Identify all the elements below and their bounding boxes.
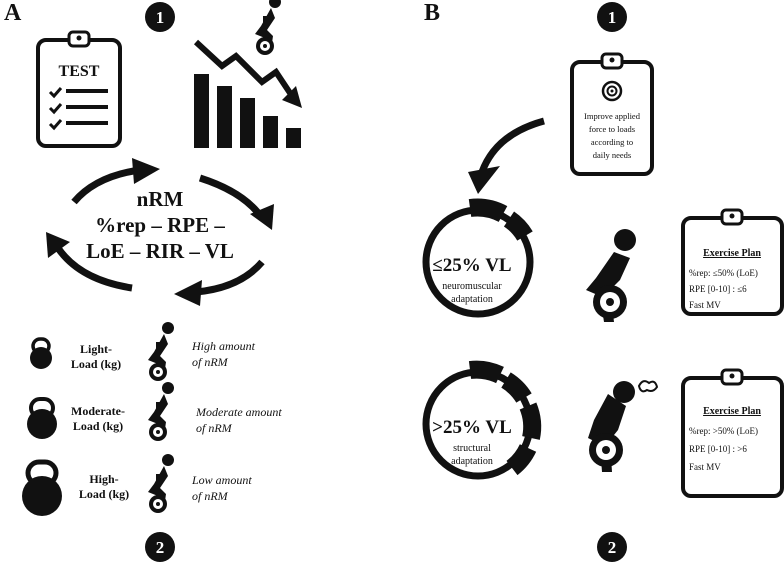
plan-low-title: Exercise Plan (703, 248, 761, 259)
arrowhead-icon (250, 204, 274, 230)
ring-vl-high: >25% VL (432, 417, 512, 438)
load-label-high-2: Load (kg) (79, 487, 129, 501)
goal-line-1: Improve applied (584, 111, 641, 121)
plan-low-line-2: RPE [0-10] : ≤6 (689, 284, 747, 294)
load-desc-light-2: of nRM (192, 355, 229, 369)
plan-high-title: Exercise Plan (703, 406, 761, 417)
panel-letter-a: A (4, 0, 22, 26)
step-badge-a-top (145, 2, 175, 32)
arrowhead-icon (132, 158, 160, 184)
cycle-line-2: %rep – RPE – (95, 213, 225, 237)
test-label: TEST (59, 63, 100, 80)
ring-low-line-2: adaptation (451, 294, 493, 305)
ring-high-line-1: structural (453, 443, 491, 454)
lifter-icon-b-high (588, 380, 659, 472)
step-badge-b-top (597, 2, 627, 32)
exercise-plan-clipboard-high (681, 368, 784, 498)
arrowhead-icon (174, 280, 202, 306)
cycle-line-3: LoE – RIR – VL (86, 239, 234, 263)
load-desc-high-2: of nRM (192, 489, 229, 503)
ring-high-line-2: adaptation (451, 456, 493, 467)
step-number-b-top: 1 (608, 8, 617, 27)
lifter-icon-high (148, 454, 174, 513)
curved-arrow-icon (468, 117, 545, 194)
panel-letter-b: B (424, 0, 440, 26)
arrowhead-icon (46, 232, 70, 258)
plan-high-line-2: RPE [0-10] : >6 (689, 444, 747, 454)
goal-line-2: force to loads (589, 124, 635, 134)
load-label-moderate-2: Load (kg) (73, 419, 123, 433)
load-desc-moderate-2: of nRM (196, 421, 233, 435)
plan-low-line-1: %rep: ≤50% (LoE) (689, 268, 758, 278)
plan-high-line-3: Fast MV (689, 462, 721, 472)
load-desc-high-1: Low amount (191, 473, 252, 487)
exercise-plan-clipboard-low (681, 208, 784, 316)
step-number-a-top: 1 (156, 8, 165, 27)
goal-line-4: daily needs (593, 150, 631, 160)
cycle-arrows-icon (55, 166, 265, 296)
step-number-b-bottom: 2 (608, 538, 617, 557)
kettlebell-high-icon (22, 459, 62, 516)
lifter-icon-b-low (586, 229, 636, 322)
load-desc-moderate-1: Moderate amount (195, 405, 282, 419)
goal-clipboard-icon (570, 52, 654, 176)
step-badge-a-bottom (145, 532, 175, 562)
ring-low-line-1: neuromuscular (442, 281, 502, 292)
lifter-icon-light (148, 322, 174, 381)
lifter-icon-a-top (255, 0, 281, 55)
load-label-moderate-1: Moderate- (71, 404, 125, 418)
step-badge-b-bottom (597, 532, 627, 562)
load-label-high-1: High- (89, 472, 118, 486)
declining-bars-icon (192, 38, 302, 148)
step-number-a-bottom: 2 (156, 538, 165, 557)
goal-line-3: according to (591, 137, 633, 147)
lifter-icon-moderate (148, 382, 174, 441)
velocity-loss-ring-low (422, 198, 534, 318)
velocity-loss-ring-high (422, 360, 542, 480)
load-desc-light-1: High amount (191, 339, 256, 353)
ring-vl-low: ≤25% VL (432, 255, 511, 276)
kettlebell-light-icon (30, 337, 52, 369)
load-label-light-1: Light- (80, 342, 112, 356)
plan-low-line-3: Fast MV (689, 300, 721, 310)
cycle-line-1: nRM (137, 187, 184, 211)
plan-high-line-1: %rep: >50% (LoE) (689, 426, 758, 436)
kettlebell-moderate-icon (27, 397, 57, 439)
test-clipboard-icon (36, 30, 122, 148)
load-label-light-2: Load (kg) (71, 357, 121, 371)
